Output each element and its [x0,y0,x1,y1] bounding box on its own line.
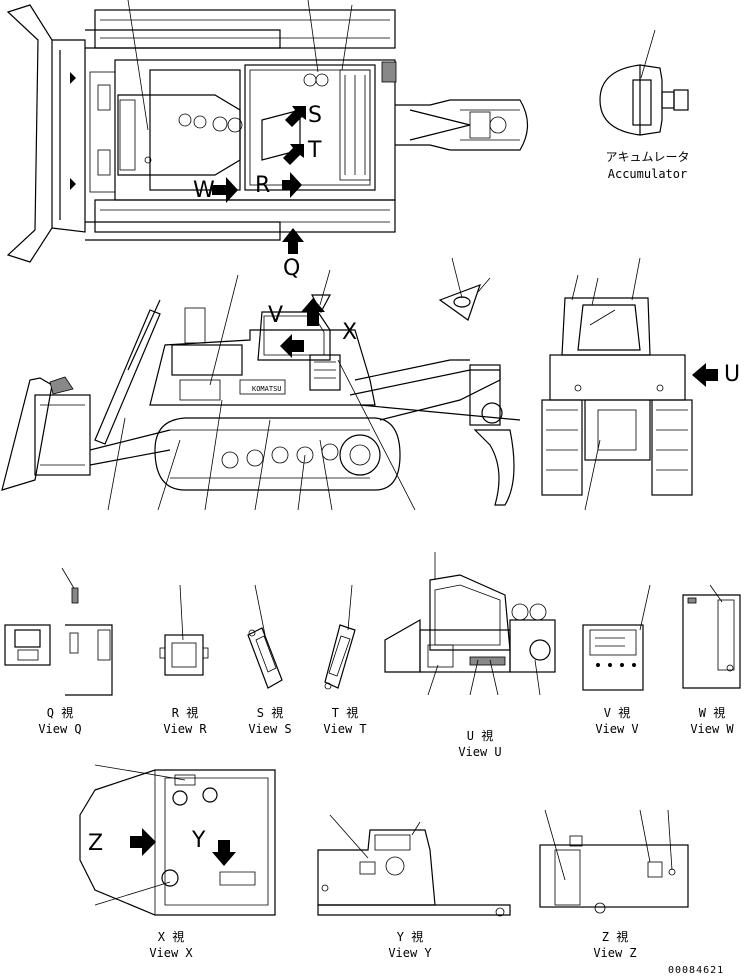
view-v-detail [582,584,651,691]
view-t-jp: T 視 [331,706,359,720]
triangle-label-detail [438,257,491,321]
arrow-label-y: Y [192,828,206,853]
view-s-jp: S 視 [256,706,284,720]
view-y-detail [317,814,511,917]
view-w-detail [682,584,741,689]
arrow-label-r: R [255,173,271,198]
arrow-label-v: V [268,303,284,328]
arrow-label-u: U [724,362,741,387]
view-r-en: View R [163,722,207,736]
view-v-en: View V [595,722,639,736]
accumulator-label-en: Accumulator [607,167,688,181]
arrow-label-z: Z [88,831,104,856]
accumulator-detail [599,29,689,136]
side-view-dozer [1,269,521,511]
view-v-jp: V 視 [603,706,631,720]
view-s-en: View S [248,722,292,736]
view-r-jp: R 視 [171,706,199,720]
rear-view-dozer [541,257,718,511]
arrow-label-q: Q [283,256,301,281]
view-t-en: View T [323,722,367,736]
view-r-detail [159,584,209,676]
view-z-jp: Z 視 [601,930,629,944]
accumulator-label-jp: アキュムレータ [605,150,690,164]
view-x-detail [79,764,276,916]
view-u-en: View U [458,745,502,759]
drawing-number: 00084621 [668,965,725,976]
view-w-en: View W [690,722,734,736]
view-q-detail [4,567,113,696]
view-q-jp: Q 視 [46,706,74,720]
view-q-en: View Q [38,722,82,736]
arrow-label-t: T [308,138,322,163]
top-view-dozer [6,0,529,263]
brand-plate-text: KOMATSU [252,385,282,393]
view-z-en: View Z [593,946,637,960]
arrow-label-x: X [342,320,358,345]
view-x-jp: X 視 [157,930,185,944]
view-s-detail [247,584,283,689]
view-w-jp: W 視 [698,706,726,720]
view-z-detail [539,809,689,914]
view-y-en: View Y [388,946,432,960]
arrow-label-s: S [308,103,322,128]
view-y-jp: Y 視 [396,930,424,944]
view-x-en: View X [149,946,193,960]
arrow-label-w: W [193,178,215,203]
top-view-arrows [212,106,306,254]
view-u-detail [384,552,556,696]
view-t-detail [324,584,356,690]
view-u-jp: U 視 [466,729,494,743]
side-view-arrows [280,294,331,358]
